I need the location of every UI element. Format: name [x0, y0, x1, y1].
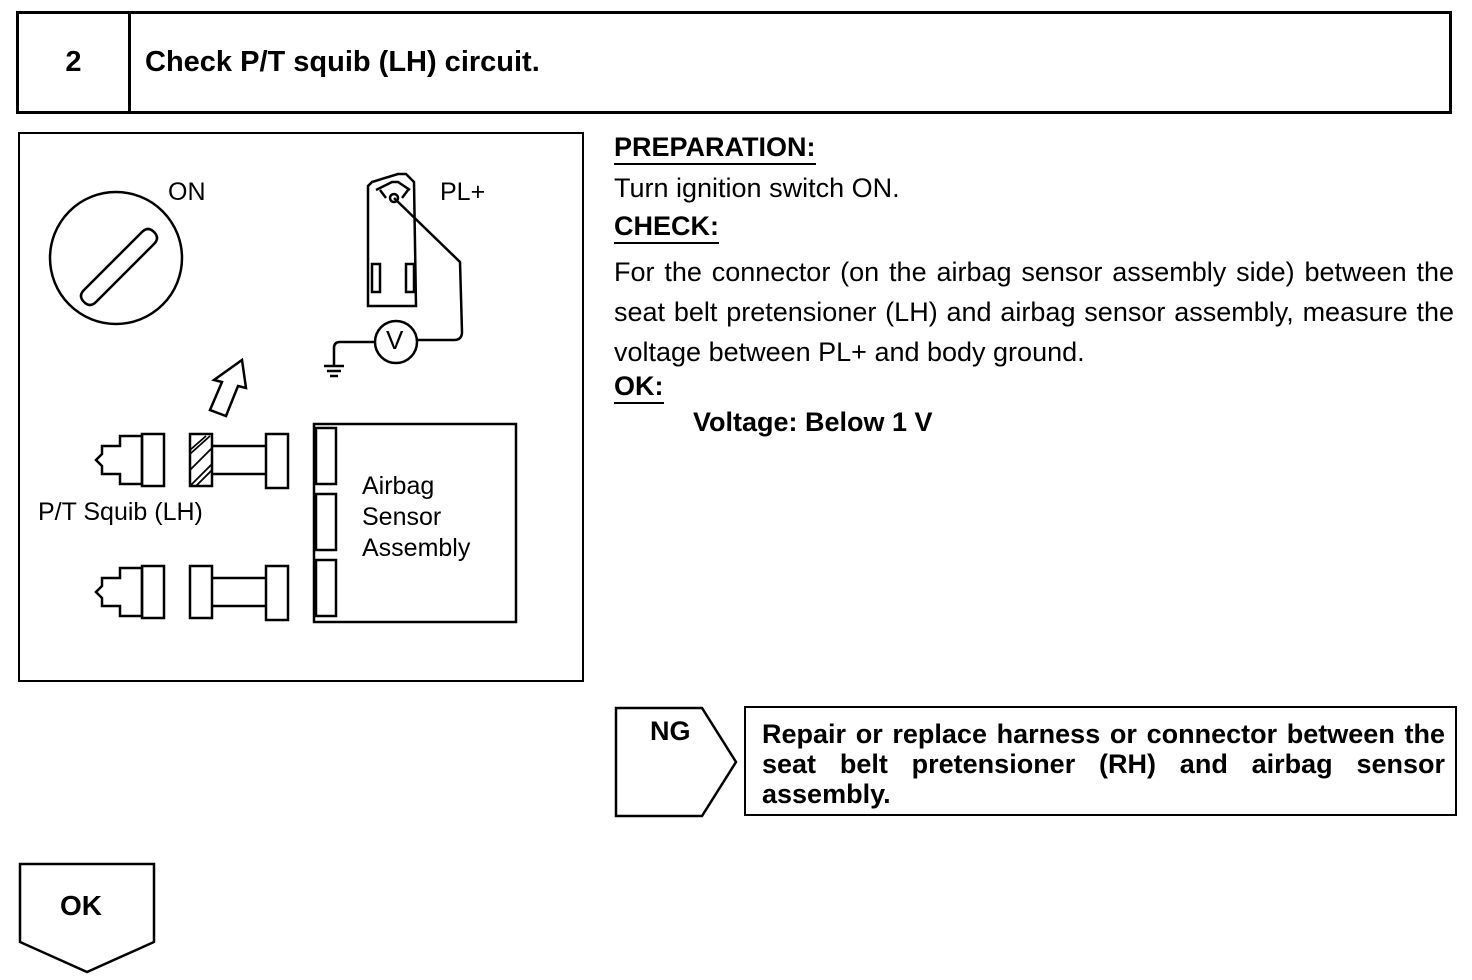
label-pl-plus: PL+ — [440, 178, 486, 206]
label-voltmeter: V — [386, 325, 404, 355]
ground-icon — [324, 364, 344, 378]
circuit-drawing — [48, 172, 518, 624]
ignition-key-slot — [79, 227, 159, 307]
ok-label: OK — [60, 890, 102, 921]
squib-plug-upper — [94, 434, 144, 486]
ok-arrow-icon — [18, 862, 156, 974]
step-number: 2 — [19, 14, 131, 111]
ok-value: Voltage: Below 1 V — [693, 407, 933, 437]
label-sensor-line1: Airbag — [362, 472, 435, 500]
step-title: Check P/T squib (LH) circuit. — [145, 46, 540, 78]
ignition-switch-icon — [48, 190, 184, 326]
label-sensor-line3: Assembly — [362, 534, 471, 562]
step-header: 2 Check P/T squib (LH) circuit. — [16, 11, 1452, 114]
ng-arrow-icon — [614, 706, 738, 818]
ng-label: NG — [650, 716, 691, 746]
connector-icon — [366, 172, 418, 308]
ng-action-box: Repair or replace harness or connector b… — [744, 706, 1457, 816]
circuit-illustration: ON PL+ V P/T Squib (LH) Airbag Sensor As… — [18, 132, 584, 682]
ok-heading: OK: — [614, 372, 664, 405]
label-on: ON — [168, 178, 206, 206]
preparation-heading: PREPARATION: — [614, 133, 816, 166]
airbag-sensor-box — [312, 422, 518, 624]
check-heading: CHECK: — [614, 212, 719, 245]
check-text: For the connector (on the airbag sensor … — [614, 257, 1454, 367]
label-sensor-line2: Sensor — [362, 503, 442, 531]
ground-wire — [332, 340, 375, 366]
preparation-text: Turn ignition switch ON. — [614, 173, 900, 203]
squib-plug-lower — [94, 566, 144, 618]
arrow-icon — [208, 357, 248, 418]
label-squib: P/T Squib (LH) — [38, 498, 203, 526]
squib-lh-connector — [188, 432, 214, 488]
probe-wire — [393, 197, 464, 342]
